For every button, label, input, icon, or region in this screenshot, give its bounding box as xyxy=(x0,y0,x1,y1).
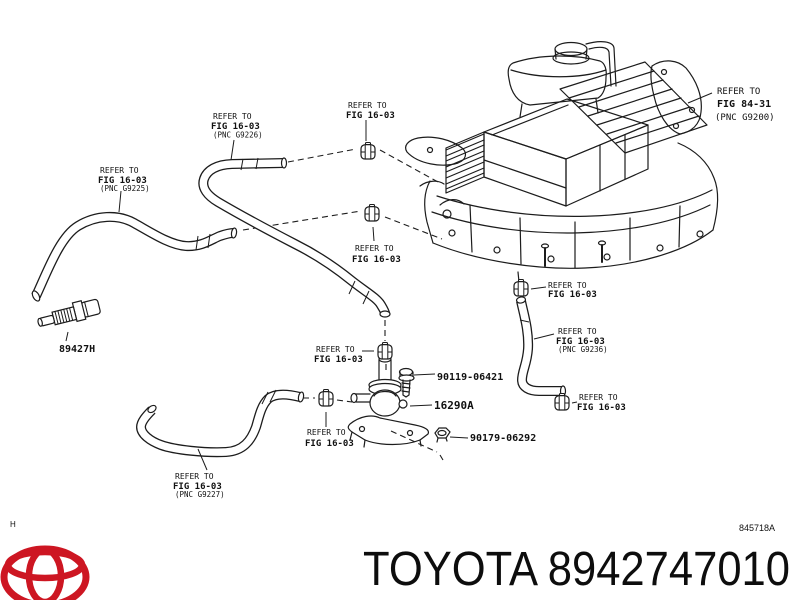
hose-clamp xyxy=(377,341,393,360)
callout-text: REFER TO xyxy=(548,281,587,290)
callout-g9200-label: REFER TO FIG 84-31 (PNC G9200) xyxy=(715,87,775,123)
hose-clamp xyxy=(318,388,334,407)
leader-lines xyxy=(65,92,713,471)
callout-g9227-label: REFER TO FIG 16-03 (PNC G9227) xyxy=(173,472,225,499)
callout-clamp-pump-top-label: REFER TO FIG 16-03 xyxy=(314,345,363,365)
callout-text: REFER TO xyxy=(175,472,214,481)
callout-text: REFER TO xyxy=(316,345,355,354)
callout-text: FIG 16-03 xyxy=(98,176,147,186)
callout-clamp-mid-label: REFER TO FIG 16-03 xyxy=(352,244,401,265)
water-pump xyxy=(347,355,430,448)
pump-bolt xyxy=(398,367,415,398)
callout-text: REFER TO xyxy=(558,327,597,336)
hose-clamp xyxy=(513,278,529,297)
callout-text: REFER TO xyxy=(355,244,394,253)
callout-clamp-right-top-label: REFER TO FIG 16-03 xyxy=(548,281,597,300)
lower-housing xyxy=(424,142,719,283)
routing-dashed-lines xyxy=(242,148,444,461)
temp-sensor xyxy=(37,298,101,327)
callout-g9236-label: REFER TO FIG 16-03 (PNC G9236) xyxy=(556,327,608,354)
coolant-hose-g9227 xyxy=(136,389,305,458)
inverter-box xyxy=(483,98,649,207)
callout-text: REFER TO xyxy=(100,166,139,175)
reservoir-tank xyxy=(507,41,617,118)
callout-text: REFER TO xyxy=(213,112,252,121)
callout-clamp-pump-left-label: REFER TO FIG 16-03 xyxy=(305,428,354,449)
callout-text: (PNC G9225) xyxy=(100,184,150,193)
callout-text: FIG 16-03 xyxy=(346,111,395,121)
hose-clamp xyxy=(554,392,570,411)
callout-text: REFER TO xyxy=(307,428,346,437)
part-label-nut: 90179-06292 xyxy=(470,433,536,444)
callout-clamp-right-bottom-label: REFER TO FIG 16-03 xyxy=(577,393,626,413)
hose-clamp xyxy=(364,203,380,222)
callout-text: (PNC G9200) xyxy=(715,113,775,123)
callout-text: FIG 16-03 xyxy=(352,255,401,265)
part-label-bolt: 90119-06421 xyxy=(437,372,503,383)
callout-text: (PNC G9226) xyxy=(213,131,263,140)
coolant-hose-g9225 xyxy=(31,212,238,302)
callout-text: FIG 16-03 xyxy=(556,337,605,347)
callout-text: (PNC G9227) xyxy=(175,490,225,499)
callout-text: FIG 84-31 xyxy=(717,99,771,110)
callout-text: FIG 16-03 xyxy=(211,122,260,132)
callout-text: FIG 16-03 xyxy=(314,355,363,365)
callout-text: FIG 16-03 xyxy=(548,290,597,300)
logo-inner-ellipse xyxy=(25,546,65,600)
callout-text: REFER TO xyxy=(348,101,387,110)
callout-text: REFER TO xyxy=(579,393,618,402)
callout-text: (PNC G9236) xyxy=(558,345,608,354)
callout-text: FIG 16-03 xyxy=(305,439,354,449)
callout-text: FIG 16-03 xyxy=(173,482,222,492)
callout-clamp-top-label: REFER TO FIG 16-03 xyxy=(346,101,395,121)
cooling-fins xyxy=(445,131,485,194)
callout-text: REFER TO xyxy=(717,87,760,97)
callout-g9226-label: REFER TO FIG 16-03 (PNC G9226) xyxy=(211,112,263,140)
part-title: TOYOTA 8942747010 xyxy=(363,543,790,596)
inverter-assembly xyxy=(405,41,719,283)
page-marker: H xyxy=(10,520,16,529)
callout-g9225-label: REFER TO FIG 16-03 (PNC G9225) xyxy=(98,166,150,193)
mount-nut xyxy=(434,427,451,443)
doc-number: 845718A xyxy=(739,523,775,533)
left-bracket xyxy=(405,136,467,219)
coolant-hose-g9226 xyxy=(198,157,391,318)
ribbed-frame xyxy=(559,61,708,154)
hose-clamp xyxy=(360,141,376,160)
right-bracket xyxy=(650,60,702,135)
part-label-pump: 16290A xyxy=(434,399,474,412)
logo-crossbar-ellipse xyxy=(4,548,86,582)
toyota-logo xyxy=(0,545,90,600)
part-label-sensor: 89427H xyxy=(59,344,95,355)
callout-text: FIG 16-03 xyxy=(577,403,626,413)
